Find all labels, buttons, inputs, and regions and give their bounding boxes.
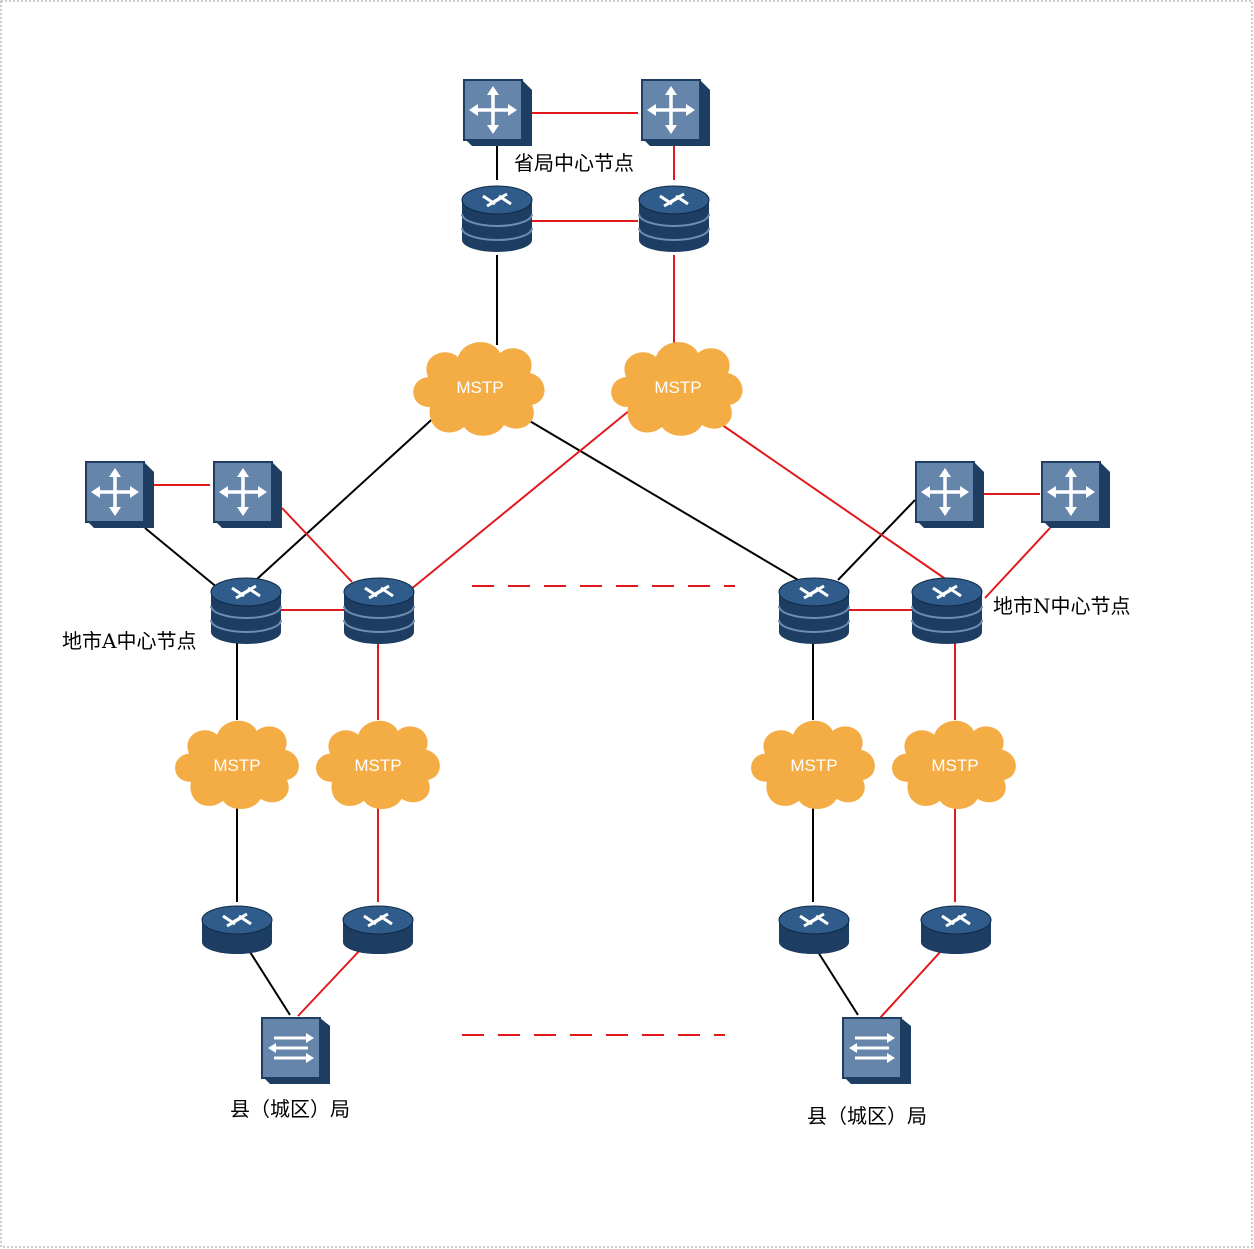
cloud-label: MSTP	[790, 756, 837, 775]
mstp-cloud-n-left: MSTP	[751, 720, 875, 809]
l3-switch-icon	[210, 576, 282, 646]
router-icon	[342, 904, 414, 956]
l3-switch-icon	[638, 184, 710, 254]
l3-switch-icon	[343, 576, 415, 646]
primary-links	[144, 140, 916, 1016]
router-icon	[201, 904, 273, 956]
city-n-firewall-left	[914, 460, 986, 530]
county-left-label: 县（城区）局	[230, 1097, 350, 1121]
backup-links	[154, 112, 1051, 1019]
cloud-label: MSTP	[931, 756, 978, 775]
router-icon	[778, 904, 850, 956]
city-a-firewall-left	[84, 460, 156, 530]
firewall-icon	[212, 460, 284, 530]
county-left-access-switch	[260, 1016, 332, 1086]
mstp-cloud-top-right: MSTP	[611, 342, 743, 436]
mstp-cloud-n-right: MSTP	[892, 720, 1016, 809]
router-icon	[920, 904, 992, 956]
city-a-center-label: 地市A中心节点	[62, 629, 196, 653]
city-a-firewall-right	[212, 460, 284, 530]
city-n-core-switch-left	[778, 576, 850, 646]
mstp-cloud-a-left: MSTP	[175, 720, 299, 809]
province-core-switch-right	[638, 184, 710, 254]
city-n-firewall-right	[1040, 460, 1112, 530]
city-a-core-switch-right	[343, 576, 415, 646]
l3-switch-icon	[461, 184, 533, 254]
county-right-access-switch	[841, 1016, 913, 1086]
county-n-router-left	[778, 904, 850, 956]
cloud-label: MSTP	[354, 756, 401, 775]
l3-switch-icon	[911, 576, 983, 646]
firewall-icon	[462, 78, 534, 148]
access-switch-icon	[841, 1016, 913, 1086]
firewall-icon	[640, 78, 712, 148]
county-a-router-right	[342, 904, 414, 956]
firewall-icon	[84, 460, 156, 530]
county-n-router-right	[920, 904, 992, 956]
mstp-cloud-top-left: MSTP	[413, 342, 545, 436]
county-a-router-left	[201, 904, 273, 956]
province-center-label: 省局中心节点	[514, 151, 634, 175]
province-firewall-left	[462, 78, 534, 148]
firewall-icon	[1040, 460, 1112, 530]
county-right-label: 县（城区）局	[807, 1104, 927, 1128]
cloud-label: MSTP	[213, 756, 260, 775]
l3-switch-icon	[778, 576, 850, 646]
access-switch-icon	[260, 1016, 332, 1086]
cloud-label: MSTP	[456, 378, 503, 397]
province-core-switch-left	[461, 184, 533, 254]
city-a-core-switch-left	[210, 576, 282, 646]
mstp-cloud-a-right: MSTP	[316, 720, 440, 809]
city-n-core-switch-right	[911, 576, 983, 646]
cloud-label: MSTP	[654, 378, 701, 397]
city-n-center-label: 地市N中心节点	[993, 594, 1131, 618]
province-firewall-right	[640, 78, 712, 148]
firewall-icon	[914, 460, 986, 530]
